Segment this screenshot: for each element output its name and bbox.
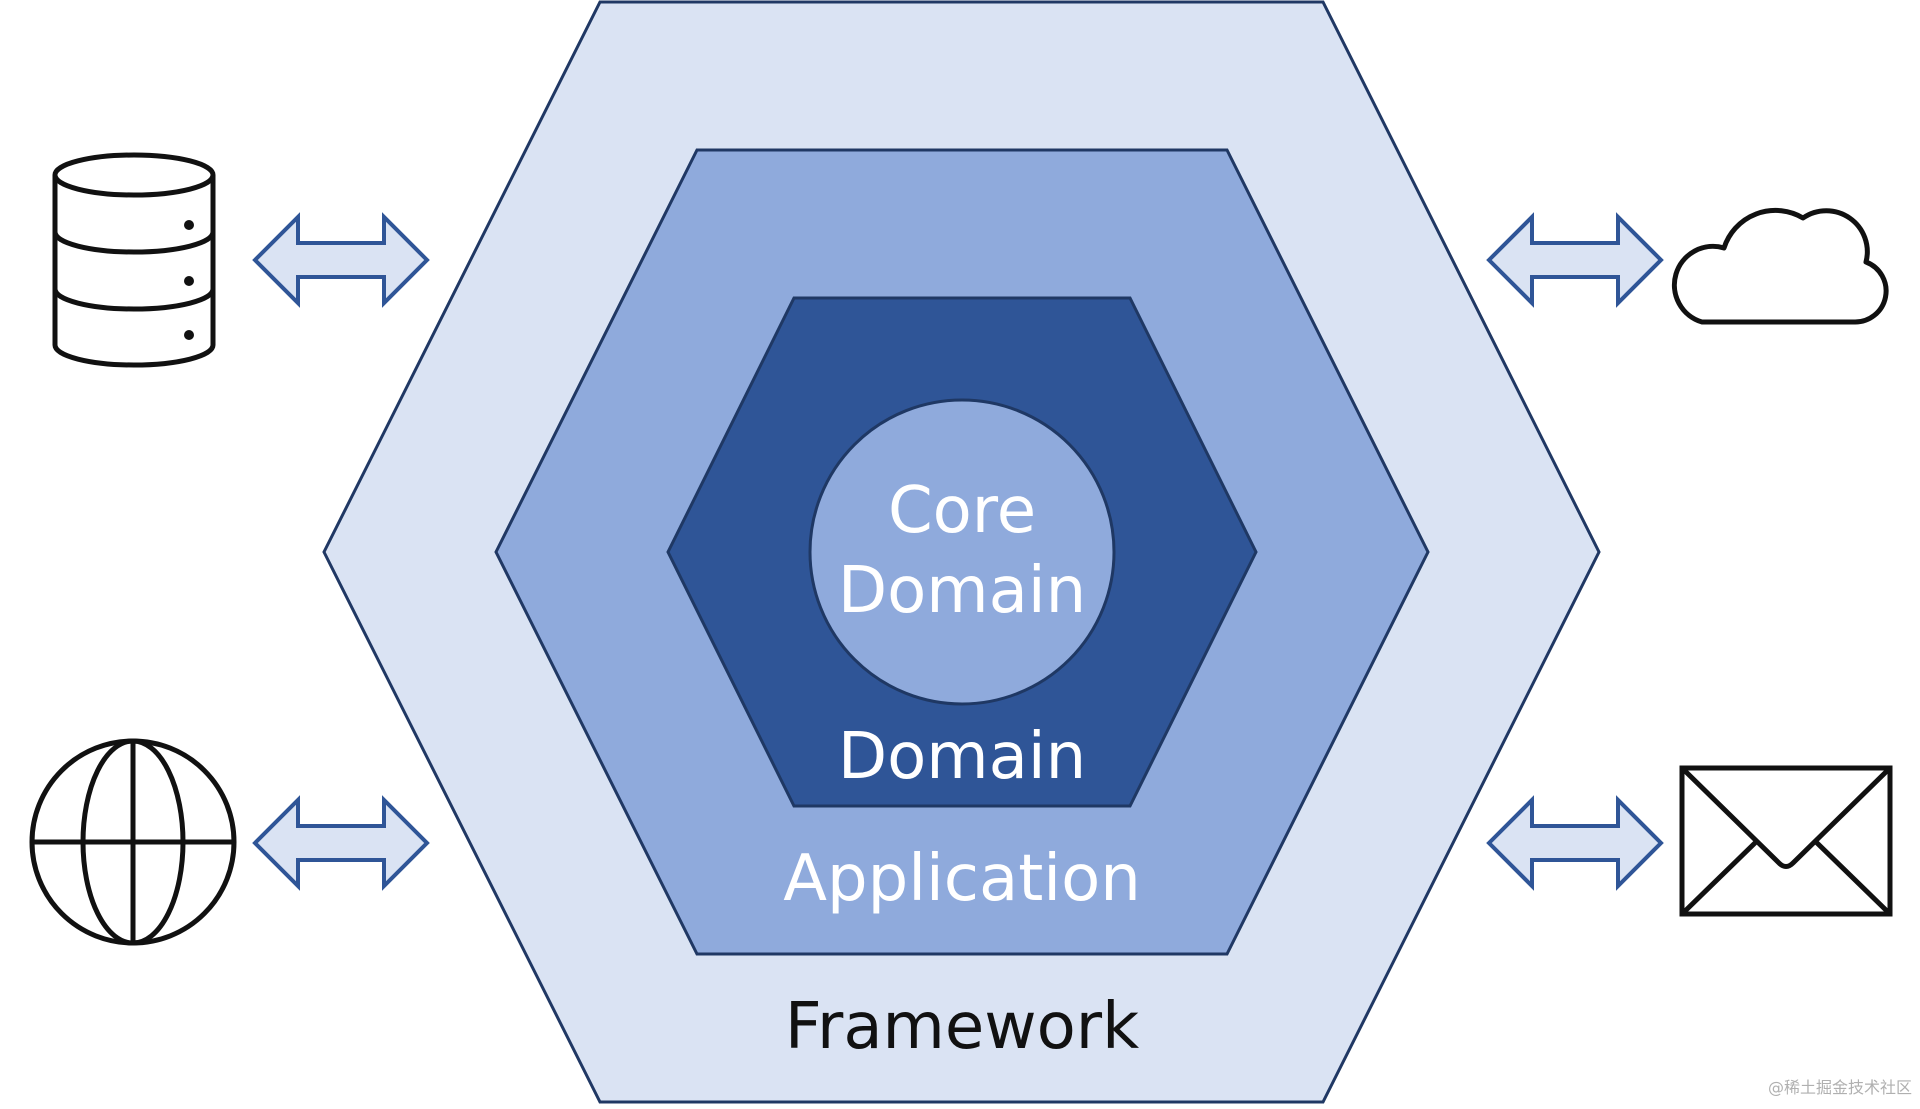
globe-icon — [29, 738, 237, 946]
domain-label: Domain — [838, 720, 1086, 794]
framework-label: Framework — [785, 990, 1139, 1064]
arrow-web — [252, 795, 430, 891]
envelope-icon — [1679, 765, 1893, 917]
arrow-database — [252, 212, 430, 308]
arrow-email — [1486, 795, 1664, 891]
core-domain-label-line2: Domain — [838, 554, 1086, 628]
core-domain-circle — [808, 398, 1116, 706]
cloud-icon — [1671, 207, 1889, 325]
database-icon — [52, 152, 216, 368]
arrow-cloud — [1486, 212, 1664, 308]
core-domain-label-line1: Core — [888, 474, 1036, 548]
application-label: Application — [783, 842, 1141, 916]
watermark: @稀土掘金技术社区 — [1768, 1078, 1912, 1097]
